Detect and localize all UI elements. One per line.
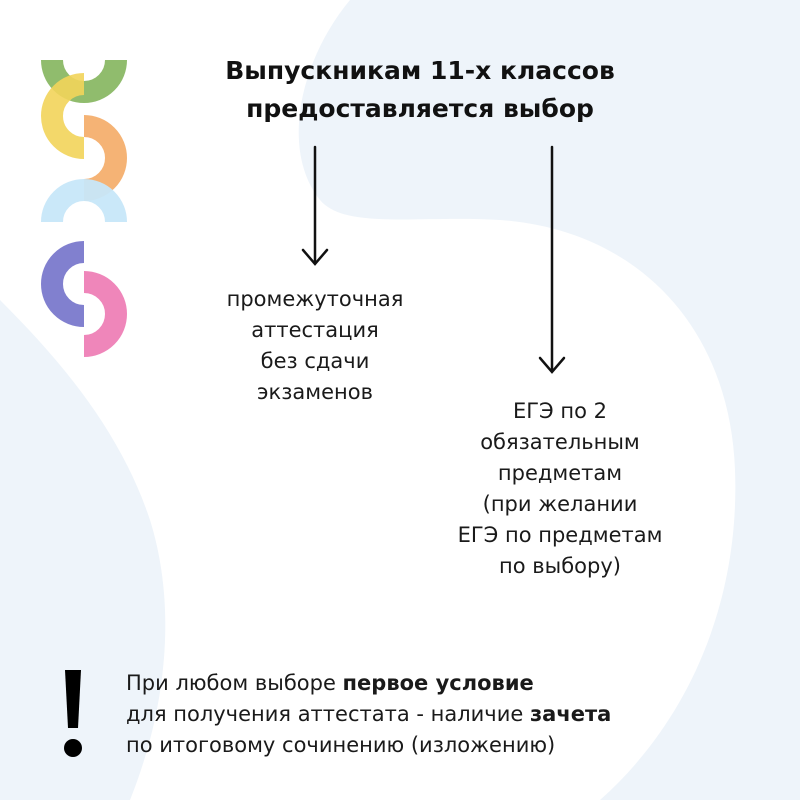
option-line: обязательным (480, 430, 640, 454)
option-line: (при желании (482, 492, 638, 516)
note-line-1: При любом выборе первое условие (126, 668, 786, 699)
option-line: промежуточная (226, 287, 404, 311)
page-title: Выпускникам 11-х классов предоставляется… (130, 52, 710, 128)
option-line: ЕГЭ по 2 (512, 399, 608, 423)
logo-arc-purple (41, 241, 85, 327)
option-line: экзаменов (257, 380, 373, 404)
option-line: без сдачи (260, 349, 370, 373)
option-line: по выбору) (499, 554, 621, 578)
logo (41, 59, 127, 357)
note-line-3: по итоговому сочинению (изложению) (126, 730, 786, 761)
option-line: предметам (497, 461, 623, 485)
note-emphasis: зачета (529, 702, 612, 726)
option-line: аттестация (251, 318, 379, 342)
title-line-1: Выпускникам 11-х классов (225, 56, 615, 85)
watermark-swoosh-lower (0, 300, 166, 800)
note-text: для получения аттестата - наличие (126, 702, 530, 726)
option-line: ЕГЭ по предметам (457, 523, 663, 547)
title-line-2: предоставляется выбор (246, 94, 594, 123)
note-line-2: для получения аттестата - наличие зачета (126, 699, 786, 730)
note-text: При любом выборе (126, 671, 343, 695)
important-note: При любом выборе первое условие для полу… (126, 668, 786, 761)
option-ege-exams: ЕГЭ по 2 обязательным предметам (при жел… (410, 396, 710, 582)
note-emphasis: первое условие (342, 671, 534, 695)
logo-arc-pink (83, 271, 127, 357)
logo-arc-lightblue (41, 179, 127, 223)
exclamation-icon (64, 670, 82, 757)
logo-arc-yellow (41, 73, 85, 159)
option-intermediate-certification: промежуточная аттестация без сдачи экзам… (190, 284, 440, 408)
watermark-swoosh (298, 0, 800, 800)
note-text: по итоговому сочинению (изложению) (126, 733, 556, 757)
